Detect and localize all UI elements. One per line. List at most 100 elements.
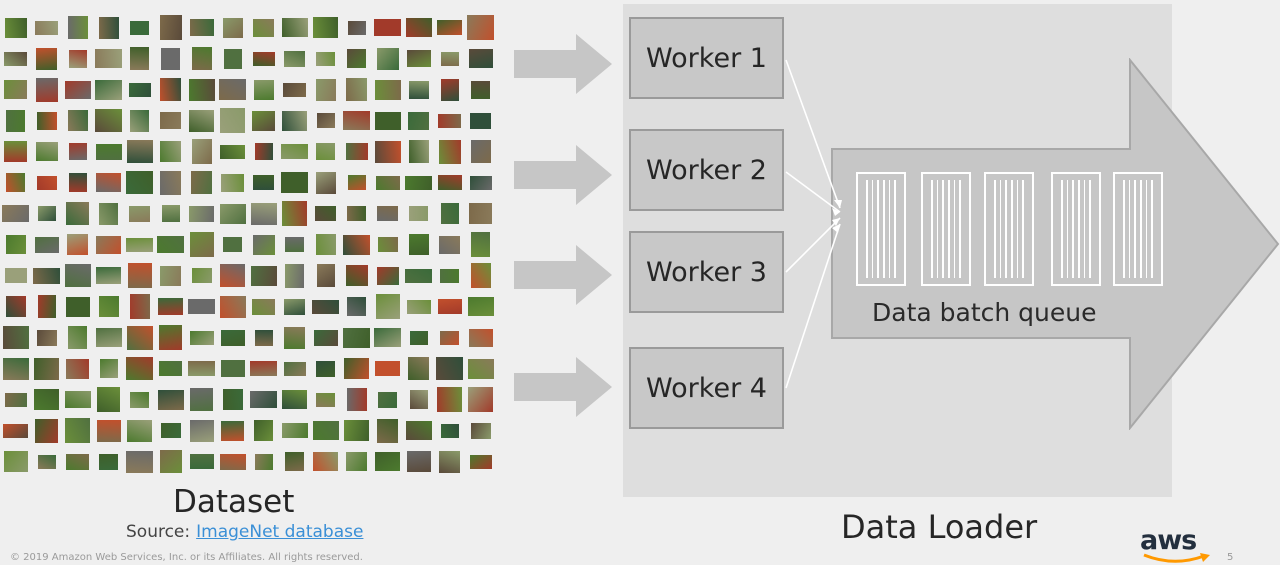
imagenet-link[interactable]: ImageNet database: [196, 522, 364, 542]
dataset-thumbnail: [469, 175, 492, 190]
dataset-thumbnail: [285, 263, 304, 288]
dataset-thumbnail: [35, 77, 58, 102]
source-prefix: Source:: [126, 522, 191, 542]
dataset-thumbnail: [316, 113, 335, 128]
dataset-thumbnail: [254, 420, 273, 441]
dataset-thumbnail: [129, 205, 150, 222]
input-arrow-4: [514, 357, 612, 417]
dataset-thumbnail: [377, 206, 398, 221]
dataset-thumbnail: [34, 389, 59, 410]
dataset-thumbnail: [468, 49, 493, 68]
dataset-thumbnail: [316, 392, 335, 407]
dataset-thumbnail: [189, 232, 214, 257]
dataset-thumbnail: [285, 452, 304, 471]
dataset-thumbnail: [283, 361, 306, 376]
dataset-thumbnail: [5, 296, 26, 317]
dataset-thumbnail: [219, 79, 246, 100]
input-arrow-1: [514, 34, 612, 94]
dataset-thumbnail: [4, 392, 27, 407]
dataset-thumbnail: [347, 20, 366, 35]
dataset-thumbnail: [408, 111, 429, 130]
dataset-thumbnail: [440, 330, 459, 345]
dataset-thumbnail: [191, 268, 212, 283]
dataset-thumbnail: [254, 143, 273, 160]
dataset-thumbnail: [467, 15, 494, 40]
dataset-thumbnail: [375, 294, 400, 319]
dataset-thumbnail: [99, 359, 118, 378]
dataset-thumbnail: [470, 140, 491, 163]
dataset-thumbnail: [37, 206, 56, 221]
batch-2: [921, 172, 971, 286]
dataset-thumbnail: [346, 78, 367, 101]
dataset-thumbnail: [343, 111, 370, 130]
dataset-thumbnail: [160, 423, 181, 438]
dataset-thumbnail: [126, 357, 153, 380]
dataset-thumbnail: [66, 453, 89, 470]
dataset-thumbnail: [253, 79, 274, 100]
dataset-thumbnail: [250, 202, 277, 225]
worker-4-box: Worker 4: [629, 347, 784, 429]
dataset-thumbnail: [347, 206, 366, 221]
dataset-thumbnail: [253, 175, 274, 190]
dataset-thumbnail: [281, 172, 308, 193]
dataset-thumbnail: [470, 263, 491, 288]
dataset-thumbnail: [281, 423, 308, 438]
dataset-thumbnail: [375, 361, 400, 376]
dataset-thumbnail: [467, 297, 494, 316]
dataset-thumbnail: [2, 357, 29, 380]
dataset-thumbnail: [36, 329, 57, 346]
dataset-thumbnail: [130, 391, 149, 408]
dataset-thumbnail: [126, 140, 153, 163]
dataset-thumbnail: [4, 141, 27, 162]
dataset-thumbnail: [35, 418, 58, 443]
dataset-thumbnail: [437, 387, 462, 412]
dataset-thumbnail: [161, 47, 180, 70]
dataset-thumbnail: [439, 450, 460, 473]
dataset-thumbnail: [440, 78, 459, 101]
input-arrow-3: [514, 245, 612, 305]
dataset-thumbnail: [469, 454, 492, 469]
dataset-thumbnail: [405, 421, 432, 440]
dataset-thumbnail: [250, 265, 277, 286]
dataset-thumbnail: [374, 19, 401, 36]
dataset-thumbnail: [189, 454, 214, 469]
dataset-thumbnail: [374, 140, 401, 163]
dataset-thumbnail: [68, 326, 87, 349]
dataset-thumbnail: [315, 206, 336, 221]
dataset-thumbnail: [98, 296, 119, 317]
dataset-thumbnail: [126, 325, 153, 350]
dataset-thumbnail: [220, 108, 245, 133]
worker-2-box: Worker 2: [629, 129, 784, 211]
dataset-thumbnail: [159, 15, 182, 40]
dataset-thumbnail: [315, 234, 336, 255]
dataset-thumbnail: [406, 451, 431, 472]
dataset-thumbnail: [282, 390, 307, 409]
dataset-thumbnail: [436, 357, 463, 380]
dataset-thumbnail: [4, 17, 27, 38]
dataset-thumbnail: [284, 326, 305, 349]
dataset-thumbnail: [252, 51, 275, 66]
dataset-thumbnail: [345, 265, 368, 286]
dataset-thumbnail: [191, 139, 212, 164]
dataset-thumbnail: [99, 453, 118, 470]
dataset-thumbnail: [130, 109, 149, 132]
dataset-thumbnail: [344, 420, 369, 441]
dataset-thumbnail: [2, 205, 29, 222]
dataset-thumbnail: [129, 294, 150, 319]
dataset-thumbnail: [316, 264, 335, 287]
batch-4: [1051, 172, 1101, 286]
dataset-thumbnail: [405, 18, 432, 37]
dataset-thumbnail: [96, 419, 121, 442]
worker-3-label: Worker 3: [646, 256, 767, 288]
dataset-thumbnail: [68, 173, 87, 192]
dataset-thumbnail: [37, 454, 56, 469]
dataset-thumbnail: [374, 111, 401, 130]
dataset-thumbnail: [408, 357, 429, 380]
dataset-thumbnail: [222, 17, 243, 38]
dataset-thumbnail: [220, 360, 245, 377]
slide-number: 5: [1227, 552, 1234, 563]
dataset-thumbnail: [126, 237, 153, 252]
dataset-thumbnail: [36, 175, 57, 190]
dataset-thumbnail: [408, 234, 429, 255]
dataset-thumbnail: [97, 387, 120, 412]
